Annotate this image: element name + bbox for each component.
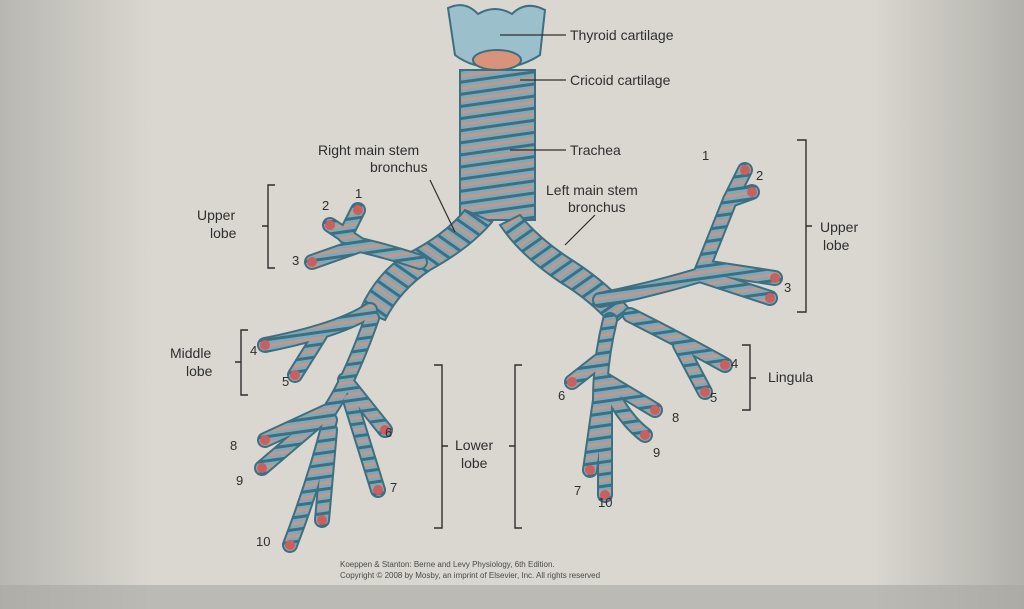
segment-r5: 5 [282,374,289,389]
right-upper-lobe-label-line1: Upper [197,207,235,223]
segment-l3: 3 [784,280,791,295]
right-main-bronchus-label-line1: Right main stem [318,142,419,158]
segment-l4: 4 [731,356,738,371]
lingula-label: Lingula [768,369,813,385]
credit-line-1: Koeppen & Stanton: Berne and Levy Physio… [340,560,555,569]
trachea-label: Trachea [570,142,621,158]
segment-l5: 5 [710,390,717,405]
segment-r10: 10 [256,534,270,549]
page-shadow [0,585,1024,609]
thyroid-cartilage-label: Thyroid cartilage [570,27,674,43]
trachea-tube [459,69,536,221]
trachea-illustration [446,4,547,221]
left-upper-lobe-label-line1: Upper [820,219,858,235]
left-lung-branches [564,162,783,503]
segment-l1: 1 [702,148,709,163]
segment-l6: 6 [558,388,565,403]
lower-lobe-label-line1: Lower [455,437,493,453]
segment-l2: 2 [756,168,763,183]
segment-r6: 6 [385,425,392,440]
segment-l7: 7 [574,483,581,498]
segment-r4: 4 [250,343,257,358]
segment-l10: 10 [598,495,612,510]
branch-tips [257,165,780,550]
right-upper-lobe-label-line2: lobe [210,225,237,241]
segment-r2: 2 [322,198,329,213]
segment-l9: 9 [653,445,660,460]
middle-lobe-label-line1: Middle [170,345,211,361]
segment-r7: 7 [390,480,397,495]
lower-lobe-label-line2: lobe [461,455,488,471]
segment-r8: 8 [230,438,237,453]
segment-l8: 8 [672,410,679,425]
cricoid-cartilage-label: Cricoid cartilage [570,72,671,88]
segment-r3: 3 [292,253,299,268]
left-upper-lobe-label-line2: lobe [823,237,850,253]
credit-line-2: Copyright © 2008 by Mosby, an imprint of… [340,571,600,580]
right-main-bronchus-label-line2: bronchus [370,159,428,175]
segment-r9: 9 [236,473,243,488]
left-main-bronchus-label-line2: bronchus [568,199,626,215]
segment-r1: 1 [355,186,362,201]
brackets [235,139,812,529]
left-main-bronchus-label-line1: Left main stem [546,182,638,198]
leader-lines [429,34,596,246]
middle-lobe-label-line2: lobe [186,363,213,379]
cricoid-cartilage-shape [472,49,522,71]
